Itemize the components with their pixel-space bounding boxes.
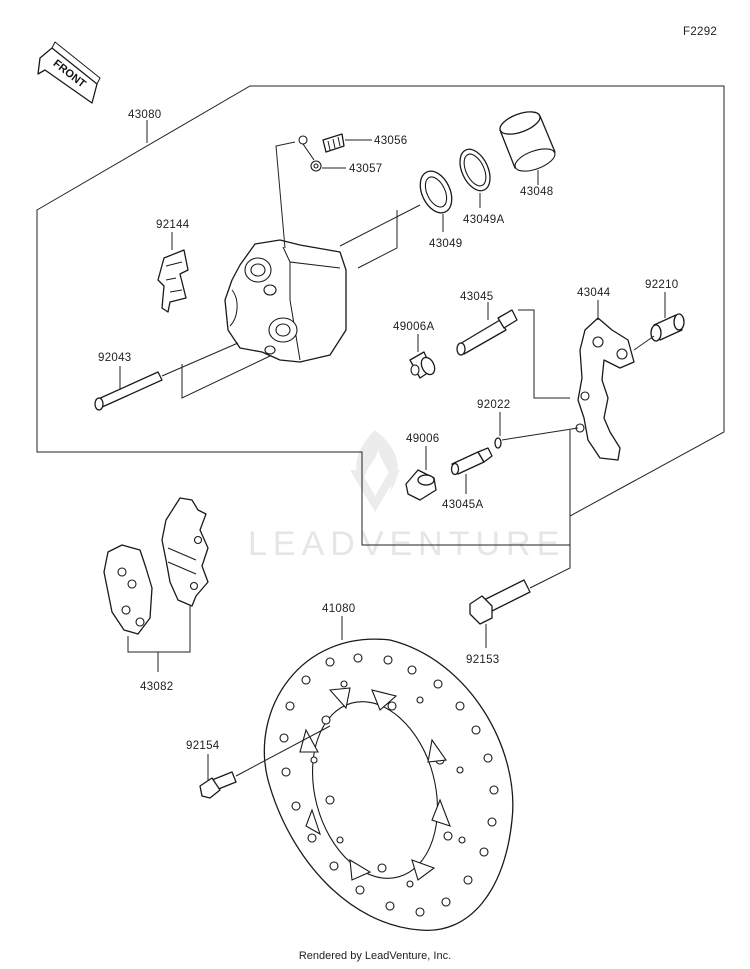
label-43049A: 43049A <box>463 214 504 226</box>
label-92153: 92153 <box>466 654 499 666</box>
bleeder-valve: 43056 <box>322 133 407 153</box>
watermark-v-icon <box>350 470 400 512</box>
label-41080: 41080 <box>322 603 355 615</box>
label-43082: 43082 <box>140 681 173 693</box>
caliper-assembly-frame: 43080 <box>36 85 725 546</box>
collar: 92210 <box>645 279 685 342</box>
label-43045A: 43045A <box>442 499 483 511</box>
label-92022: 92022 <box>477 399 510 411</box>
label-92154: 92154 <box>186 740 220 752</box>
brake-pads: 43082 <box>103 497 209 693</box>
disc-holes <box>279 653 499 917</box>
watermark: LEADVENTURE <box>248 430 565 563</box>
dust-seal: 43049A <box>459 148 504 226</box>
label-43056: 43056 <box>374 135 407 147</box>
caliper-body <box>224 239 347 363</box>
label-43080: 43080 <box>128 109 161 121</box>
pad-pin: 92043 <box>94 352 163 411</box>
disc-slots <box>299 687 451 881</box>
mounting-bolt: 92153 <box>466 579 531 666</box>
watermark-text: LEADVENTURE <box>248 525 565 563</box>
label-43048: 43048 <box>520 186 553 198</box>
watermark-flame-icon <box>356 430 398 492</box>
pad-spring: 92144 <box>156 219 190 313</box>
front-arrow: FRONT <box>37 41 101 104</box>
boot-49006: 49006 <box>405 433 439 501</box>
label-49006A: 49006A <box>393 321 434 333</box>
bleeder-cap: 43057 <box>298 135 382 175</box>
figure-code: F2292 <box>683 26 717 38</box>
label-43049: 43049 <box>429 238 462 250</box>
label-92043: 92043 <box>98 352 131 364</box>
piston: 43048 <box>499 111 556 198</box>
footer-credit: Rendered by LeadVenture, Inc. <box>298 950 452 962</box>
slide-pin: 43045 <box>456 291 518 356</box>
label-43057: 43057 <box>349 163 382 175</box>
slide-pin-43045A: 43045A <box>442 447 493 511</box>
label-43044: 43044 <box>577 287 611 299</box>
piston-seal: 43049 <box>419 170 462 250</box>
brake-disc: 41080 <box>263 603 514 931</box>
boot-49006A: 49006A <box>393 321 436 379</box>
label-49006: 49006 <box>406 433 439 445</box>
disc-bolt: 92154 <box>186 740 237 799</box>
label-43045: 43045 <box>460 291 493 303</box>
caliper-bracket: 43044 <box>575 287 635 461</box>
circlip: 92022 <box>477 399 510 449</box>
label-92144: 92144 <box>156 219 190 231</box>
label-92210: 92210 <box>645 279 678 291</box>
